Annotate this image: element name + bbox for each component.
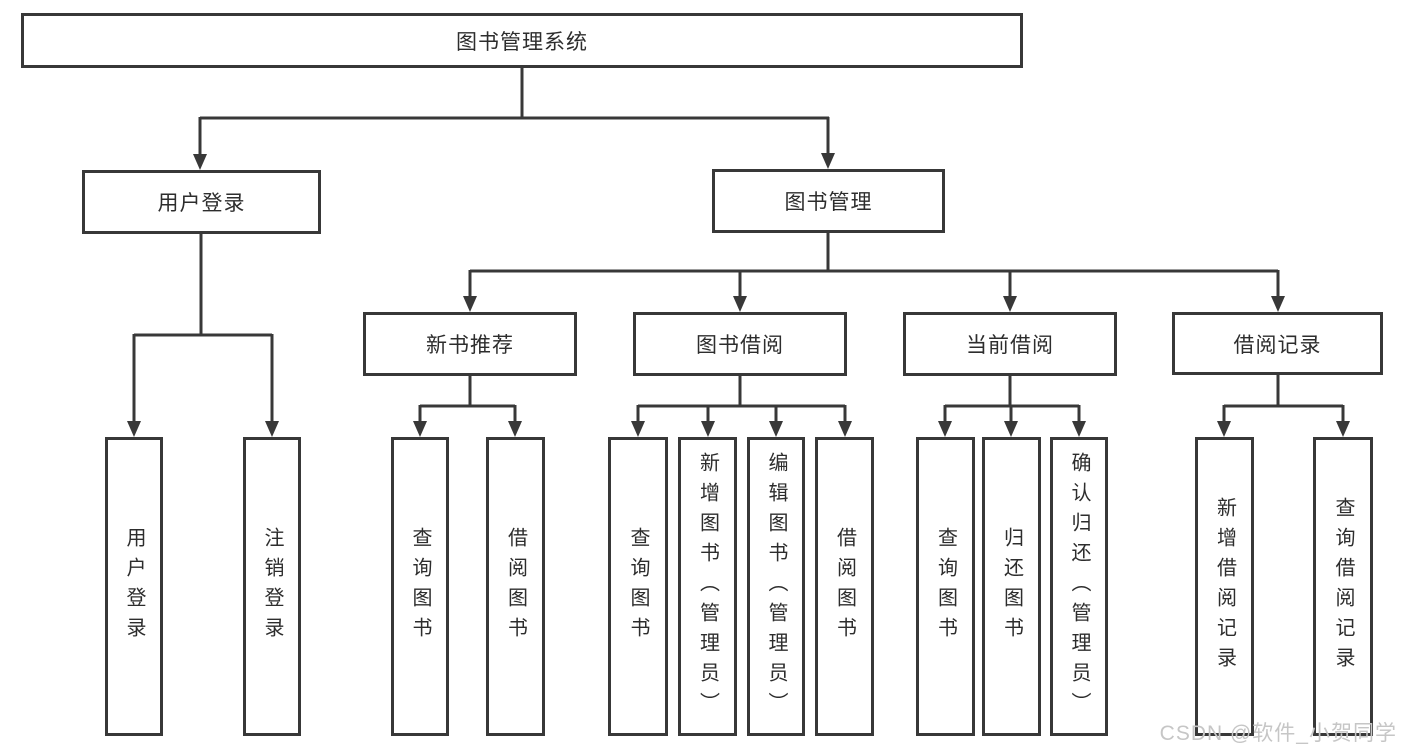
leaf-return-books: 归还图书: [982, 437, 1041, 736]
node-current-borrowing: 当前借阅: [903, 312, 1117, 376]
leaf-edit-books-admin: 编辑图书（管理员）: [747, 437, 805, 736]
node-label: 用户登录: [157, 192, 246, 215]
leaf-query-books-borrowing: 查询图书: [608, 437, 668, 736]
leaf-user-login: 用户登录: [105, 437, 163, 736]
leaf-label: 确认归还（管理员）: [1068, 451, 1090, 722]
leaf-label: 查询图书: [934, 526, 957, 647]
node-new-book-recommendation: 新书推荐: [363, 312, 577, 376]
leaf-borrow-books: 借阅图书: [815, 437, 874, 736]
leaf-label: 用户登录: [123, 526, 145, 647]
node-label: 图书借阅: [696, 334, 784, 357]
leaf-label: 新增借阅记录: [1213, 496, 1236, 677]
node-label: 图书管理系统: [456, 30, 588, 54]
node-borrowing-records: 借阅记录: [1172, 312, 1383, 375]
leaf-confirm-return-admin: 确认归还（管理员）: [1050, 437, 1108, 736]
leaf-label: 借阅图书: [833, 526, 856, 647]
csdn-watermark: CSDN @软件_小贺同学: [1159, 722, 1397, 745]
node-label: 借阅记录: [1233, 333, 1322, 357]
node-label: 当前借阅: [966, 334, 1054, 357]
leaf-label: 查询图书: [627, 526, 649, 647]
leaf-borrow-books-recommendation: 借阅图书: [486, 437, 545, 736]
leaf-label: 注销登录: [261, 526, 283, 647]
leaf-query-books-current: 查询图书: [916, 437, 975, 736]
leaf-add-books-admin: 新增图书（管理员）: [678, 437, 737, 736]
leaf-logout: 注销登录: [243, 437, 301, 736]
leaf-add-borrowing-record: 新增借阅记录: [1195, 437, 1254, 736]
leaf-label: 借阅图书: [504, 526, 527, 647]
leaf-label: 编辑图书（管理员）: [765, 451, 787, 722]
node-label: 图书管理: [784, 191, 873, 214]
leaf-query-borrowing-record: 查询借阅记录: [1313, 437, 1373, 736]
node-library-management-system: 图书管理系统: [21, 13, 1023, 68]
leaf-label: 新增图书（管理员）: [696, 451, 719, 722]
leaf-query-books-recommendation: 查询图书: [391, 437, 449, 736]
node-book-management: 图书管理: [712, 169, 945, 233]
leaf-label: 查询图书: [409, 526, 431, 647]
node-user-login: 用户登录: [82, 170, 321, 234]
node-label: 新书推荐: [426, 334, 514, 357]
leaf-label: 查询借阅记录: [1332, 496, 1354, 677]
leaf-label: 归还图书: [1000, 526, 1023, 647]
node-book-borrowing: 图书借阅: [633, 312, 847, 376]
